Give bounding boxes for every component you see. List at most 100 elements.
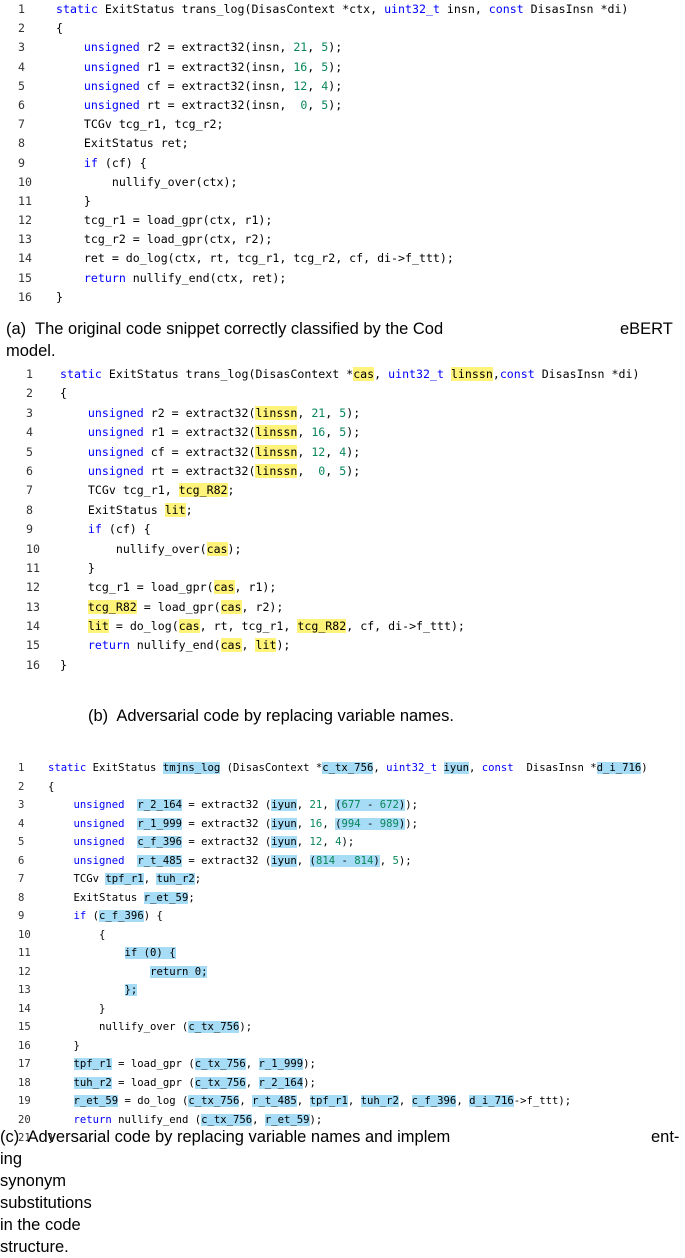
figure-b-line-number: 9 (26, 522, 33, 537)
highlighted-token: linssn (255, 405, 298, 420)
code-token (56, 40, 84, 54)
figure-a-code-line: 16} (0, 288, 628, 307)
figure-a-code-line: 6 unsigned rt = extract32(insn, 0, 5); (0, 96, 628, 115)
code-token: ); (328, 59, 343, 74)
highlighted-number-token: 994 (341, 817, 361, 830)
figure-b-line-source: unsigned r2 = extract32(linssn, 21, 5); (60, 404, 360, 423)
figure-b-line-number: 6 (26, 463, 33, 478)
code-token (125, 855, 138, 867)
code-token: ); (303, 1058, 316, 1070)
figure-b-code-line: 7 TCGv tcg_r1, tcg_R82; (0, 481, 639, 500)
figure-b-line-source: nullify_over(cas); (60, 540, 242, 559)
keyword-token: const (488, 2, 524, 16)
code-token: } (56, 193, 91, 208)
figure-a-line-number: 12 (18, 213, 32, 228)
figure-b-code-line: 3 unsigned r2 = extract32(linssn, 21, 5)… (0, 404, 639, 423)
code-token: = load_gpr ( (111, 1058, 195, 1070)
keyword-token: static (60, 367, 109, 381)
figure-c-code-line: 15 nullify_over (c_tx_756); (0, 1018, 648, 1037)
code-token (48, 947, 125, 959)
code-token (60, 600, 88, 614)
keyword-token: unsigned (83, 40, 140, 55)
code-token (48, 1114, 74, 1126)
number-token: 16 (311, 425, 326, 440)
number-token: 12 (311, 444, 326, 459)
code-token (444, 367, 451, 381)
highlighted-token: r_1_999 (137, 817, 182, 830)
code-token: , (322, 799, 336, 811)
highlighted-token: linssn (255, 425, 298, 440)
highlighted-token: r_t_485 (137, 854, 182, 867)
figure-c-line-number: 4 (18, 817, 25, 830)
figure-c-line-source: }; (48, 981, 138, 1000)
figure-b-code-line: 13 tcg_R82 = load_gpr(cas, r2); (0, 598, 639, 617)
highlighted-token: iyun (271, 854, 297, 867)
code-token: , (374, 367, 389, 381)
figure-a-line-source: return nullify_end(ctx, ret); (56, 269, 286, 288)
highlighted-token: ( (335, 799, 342, 811)
highlighted-token: - (360, 799, 380, 811)
code-token: , (245, 1058, 259, 1070)
highlighted-token: tcg_R82 (297, 619, 347, 634)
figure-b-code-line: 12 tcg_r1 = load_gpr(cas, r1); (0, 578, 639, 597)
highlighted-token: cas (206, 541, 228, 556)
figure-c-line-source: { (48, 778, 54, 797)
highlighted-token: tcg_R82 (178, 483, 228, 498)
figure-c-line-number: 1 (18, 762, 25, 774)
figure-a-line-number: 1 (18, 2, 25, 16)
figure-a-line-source: if (cf) { (56, 154, 147, 173)
code-token (48, 1095, 74, 1107)
code-token: ); (346, 463, 361, 478)
figure-c-line-number: 7 (18, 873, 25, 885)
highlighted-token: r_2_164 (258, 1076, 304, 1089)
figure-a-line-number: 2 (18, 21, 25, 36)
highlighted-token: c_tx_756 (194, 1058, 246, 1070)
code-token: (cf) { (101, 522, 151, 537)
code-token: } (60, 657, 67, 672)
highlighted-number-token: 814 (315, 854, 336, 867)
figure-b-code-line: 4 unsigned r1 = extract32(linssn, 16, 5)… (0, 423, 639, 442)
code-token: nullify_end ( (111, 1113, 202, 1126)
figure-c-line-number: 2 (18, 780, 25, 793)
code-token: { (60, 386, 67, 401)
highlighted-token: iyun (443, 762, 470, 774)
figure-c-line-number: 14 (18, 1002, 31, 1015)
code-token: ); (276, 638, 291, 653)
code-token (60, 406, 88, 420)
figure-b-code-line: 2{ (0, 384, 639, 403)
code-token: } (48, 1132, 55, 1144)
figure-c-line-number: 12 (18, 965, 31, 978)
figure-a-code-line: 15 return nullify_end(ctx, ret); (0, 269, 628, 288)
keyword-token: unsigned (83, 59, 140, 74)
code-token: ; (227, 483, 235, 498)
code-token (48, 966, 150, 978)
figure-b-line-source: if (cf) { (60, 520, 151, 539)
code-token: DisasInsn *di) (534, 367, 640, 381)
code-token: , (143, 873, 157, 885)
code-token (48, 984, 125, 996)
code-token (56, 79, 84, 93)
figure-a-code-line: 13 tcg_r2 = load_gpr(ctx, r2); (0, 230, 628, 249)
figure-b-line-source: tcg_R82 = load_gpr(cas, r2); (60, 598, 283, 617)
code-token: = extract32 ( (181, 836, 272, 848)
highlighted-token: d_i_716 (469, 1095, 514, 1107)
code-token: ); (346, 405, 361, 420)
keyword-token: unsigned (73, 836, 125, 848)
keyword-token: uint32_t (388, 367, 444, 381)
highlighted-token: r_1_999 (258, 1058, 304, 1070)
code-token: = load_gpr ( (111, 1076, 195, 1089)
figure-c-line-source: unsigned r_2_164 = extract32 (iyun, 21, … (48, 796, 418, 815)
figure-a-code-line: 5 unsigned cf = extract32(insn, 12, 4); (0, 77, 628, 96)
figure-c-line-number: 13 (18, 984, 31, 996)
figure-c-line-number: 15 (18, 1021, 31, 1033)
number-token: 4 (335, 836, 342, 848)
code-token: ); (328, 40, 343, 55)
figure-a-line-source: ExitStatus ret; (56, 134, 189, 153)
highlighted-token: if (0) { (124, 947, 176, 959)
code-token (48, 1058, 74, 1070)
highlighted-token: c_tx_756 (188, 1095, 240, 1107)
keyword-token: return (87, 638, 130, 653)
code-token: , (245, 1076, 259, 1089)
